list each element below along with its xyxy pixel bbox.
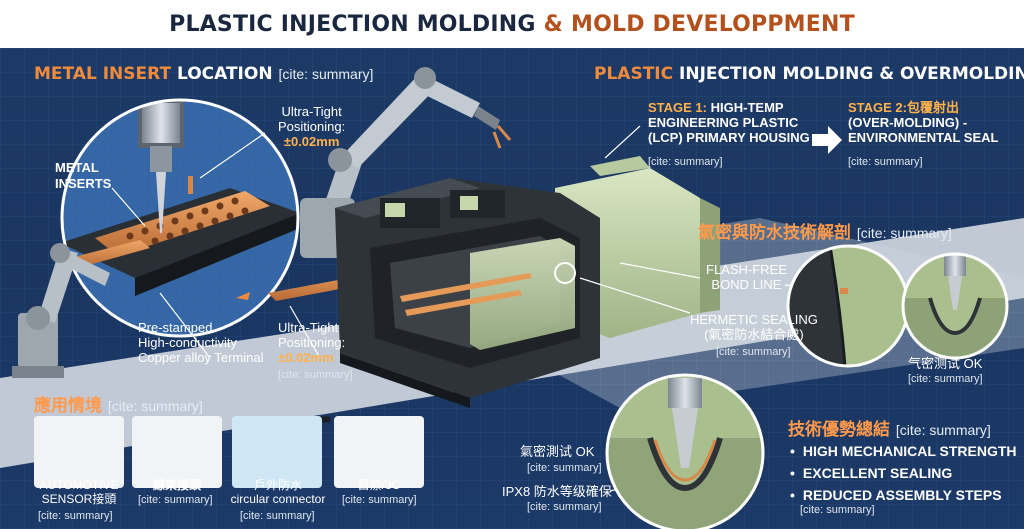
stage-arrow-icon xyxy=(812,126,842,154)
title-part2: MOLD DEVELOPPMENT xyxy=(571,11,855,37)
positioning-label-bottom: Ultra-Tight Positioning: ±0.02mm xyxy=(278,320,346,365)
sealing-cite: [cite: summary] xyxy=(856,225,952,241)
diagram-canvas: METAL INSERT LOCATION [cite: summary] ME… xyxy=(0,48,1024,529)
stage2-cite: [cite: summary] xyxy=(848,156,923,168)
ipx8-cite: [cite: summary] xyxy=(527,501,602,513)
airtight-cite-right: [cite: summary] xyxy=(908,373,983,385)
app-label-harness: 線束接頭 xyxy=(152,478,201,492)
app-label-circular: 戶外防水 circular connector xyxy=(230,478,326,506)
app-cite-harness: [cite: summary] xyxy=(138,494,213,506)
metal-insert-header-a: METAL INSERT xyxy=(34,64,172,84)
metal-inserts-label: METAL INSERTS xyxy=(55,160,112,191)
summary-header: 技術優勢總結 [cite: summary] xyxy=(788,415,991,440)
app-label-automotive: AUTOMOTIVE SENSOR接頭 xyxy=(39,478,119,506)
airtight-ok-label-right: 气密测试 OK xyxy=(908,356,983,371)
airtight-ok-label: 氣密測试 OK xyxy=(520,444,595,459)
title-part1: PLASTIC INJECTION MOLDING xyxy=(169,11,536,37)
stage1-cite: [cite: summary] xyxy=(648,156,723,168)
sealing-header: 氣密與防水技術解剖 [cite: summary] xyxy=(698,218,952,243)
summary-item-sealing: EXCELLENT SEALING xyxy=(790,465,952,481)
overmolding-header-b: INJECTION MOLDING & OVERMOLDING xyxy=(679,64,1024,84)
stage1-text: STAGE 1: HIGH-TEMP ENGINEERING PLASTIC (… xyxy=(648,100,810,145)
stage2-heading: STAGE 2:包覆射出 xyxy=(848,100,959,115)
sealing-header-text: 氣密與防水技術解剖 xyxy=(698,223,851,243)
overmolding-header: PLASTIC INJECTION MOLDING & OVERMOLDING xyxy=(594,64,1024,84)
airtight-cite: [cite: summary] xyxy=(527,462,602,474)
connector-housing xyxy=(335,156,720,408)
title-amp: & xyxy=(543,11,564,37)
app-card-harness xyxy=(132,416,222,488)
app-cite-automotive: [cite: summary] xyxy=(38,510,113,522)
hermetic-label: HERMETIC SEALING (氣密防水結合處) xyxy=(690,312,818,342)
summary-cite-bottom: [cite: summary] xyxy=(800,504,875,516)
positioning-value-top: ±0.02mm xyxy=(283,134,340,149)
stage2-text: STAGE 2:包覆射出 (OVER-MOLDING) - ENVIRONMEN… xyxy=(848,100,999,145)
app-card-circular xyxy=(232,416,322,488)
page-title: PLASTIC INJECTION MOLDING & MOLD DEVELOP… xyxy=(0,0,1024,48)
app-cite-circular: [cite: summary] xyxy=(240,510,315,522)
summary-item-assembly: REDUCED ASSEMBLY STEPS xyxy=(790,487,1002,503)
ipx8-label: IPX8 防水等级確保 xyxy=(502,484,612,499)
app-card-automotive xyxy=(34,416,124,488)
metal-insert-header: METAL INSERT LOCATION [cite: summary] xyxy=(34,64,373,84)
applications-header: 應用情境 [cite: summary] xyxy=(34,391,203,416)
summary-cite: [cite: summary] xyxy=(895,422,991,438)
metal-insert-header-b: LOCATION xyxy=(176,64,273,84)
app-label-medical: 醫療/3C xyxy=(357,478,401,492)
app-cite-medical: [cite: summary] xyxy=(342,494,417,506)
robot-arm-left xyxy=(12,243,110,378)
positioning-value-bottom: ±0.02mm xyxy=(278,350,334,365)
flash-free-label: FLASH-FREE BOND LINE xyxy=(706,262,787,292)
positioning-cite: [cite: summary] xyxy=(278,369,353,381)
applications-header-text: 應用情境 xyxy=(34,396,102,416)
stage1-heading: STAGE 1: xyxy=(648,100,707,115)
hermetic-cite: [cite: summary] xyxy=(716,346,791,358)
app-card-medical xyxy=(334,416,424,488)
copper-terminal-label: Pre-stamped High-conductivity Copper all… xyxy=(138,320,264,365)
positioning-label-top: Ultra-Tight Positioning: ±0.02mm xyxy=(278,104,346,149)
metal-insert-magnifier xyxy=(60,98,300,338)
sealing-magnifier xyxy=(786,244,1009,368)
applications-cite: [cite: summary] xyxy=(107,398,203,414)
summary-header-text: 技術優勢總結 xyxy=(788,420,890,440)
overmolding-header-a: PLASTIC xyxy=(594,64,674,84)
metal-insert-cite: [cite: summary] xyxy=(278,66,374,82)
airtight-test-magnifier xyxy=(605,373,765,529)
summary-item-strength: HIGH MECHANICAL STRENGTH xyxy=(790,443,1017,459)
